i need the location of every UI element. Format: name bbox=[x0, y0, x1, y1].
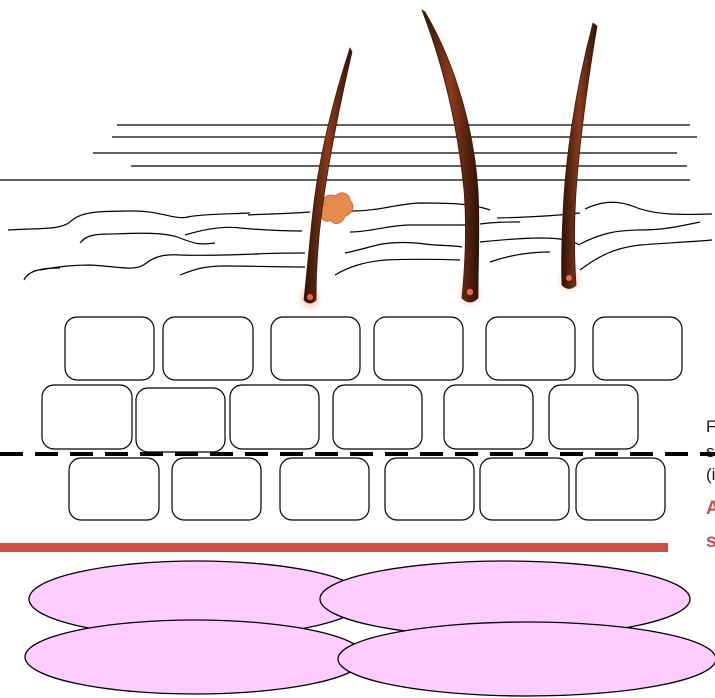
epidermis-wave-lines bbox=[8, 202, 712, 280]
cell bbox=[42, 385, 132, 449]
hair-bulb-1 bbox=[307, 294, 313, 300]
cell bbox=[65, 317, 154, 380]
cell-row-1 bbox=[65, 317, 682, 380]
hair-bulb-3 bbox=[566, 275, 572, 281]
cell bbox=[444, 385, 533, 449]
cell bbox=[480, 458, 569, 520]
fat-cell bbox=[338, 622, 715, 696]
side-text-line-2: s bbox=[706, 441, 715, 462]
cell bbox=[172, 458, 261, 520]
cell-row-2 bbox=[42, 385, 638, 452]
sebaceous-gland bbox=[319, 193, 352, 224]
side-text-line-1: F bbox=[706, 416, 715, 437]
cell bbox=[549, 385, 638, 449]
side-emphasis-line-2: s bbox=[706, 530, 715, 553]
basement-membrane-line bbox=[0, 543, 668, 552]
cell bbox=[163, 317, 253, 380]
cell bbox=[271, 317, 360, 380]
cell bbox=[280, 458, 369, 520]
hair-follicle-2 bbox=[422, 10, 484, 308]
cell bbox=[486, 317, 575, 380]
cell bbox=[136, 388, 225, 452]
cell bbox=[576, 458, 665, 520]
side-text-line-3: (i bbox=[706, 464, 715, 485]
cell bbox=[333, 385, 422, 449]
hair-follicle-3 bbox=[556, 23, 597, 294]
fat-cell-layer bbox=[25, 561, 715, 696]
cell bbox=[593, 317, 682, 380]
cell bbox=[230, 385, 319, 449]
stratum-corneum-lines bbox=[0, 125, 697, 180]
cell bbox=[385, 458, 474, 520]
hair-bulb-2 bbox=[467, 289, 473, 295]
fat-cell bbox=[25, 620, 365, 694]
cell bbox=[69, 458, 159, 520]
cell-row-3 bbox=[69, 458, 665, 520]
cell bbox=[374, 317, 463, 380]
side-emphasis-line-1: A bbox=[706, 497, 715, 520]
